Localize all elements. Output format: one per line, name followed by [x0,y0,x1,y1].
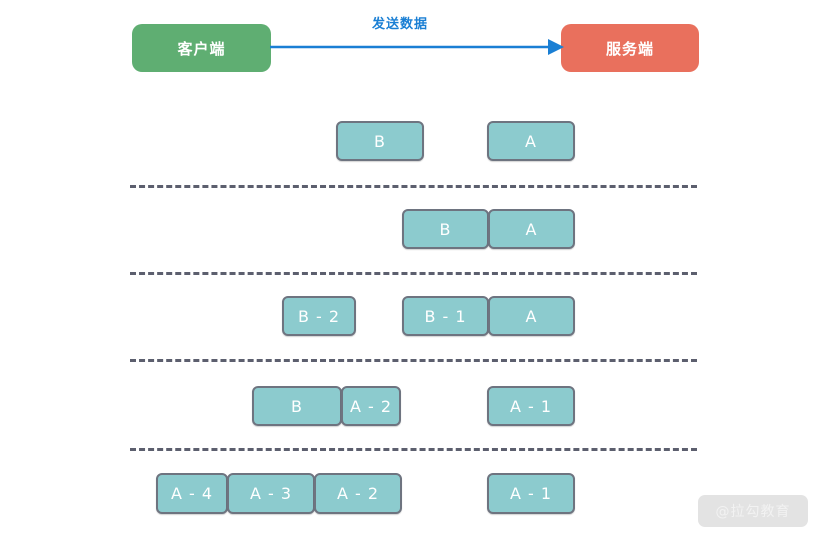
data-block: A - 2 [314,473,402,514]
arrow-icon [270,39,564,55]
data-block: A - 4 [156,473,228,514]
data-block: A - 3 [227,473,315,514]
data-block: B - 1 [402,296,489,336]
send-data-label: 发送数据 [371,17,428,32]
data-block: A [487,121,575,161]
data-block: B [402,209,489,249]
data-block: A [488,296,575,336]
divider-4 [130,448,697,451]
client-node: 客户端 [132,24,271,72]
divider-3 [130,359,697,362]
watermark: @拉勾教育 [698,495,808,527]
data-block: A [488,209,575,249]
client-node-label: 客户端 [177,39,226,58]
divider-1 [130,185,697,188]
server-node: 服务端 [561,24,699,72]
data-block: B [252,386,342,426]
data-block: A - 1 [487,386,575,426]
data-block: A - 1 [487,473,575,514]
send-data-arrow [270,34,564,60]
server-node-label: 服务端 [605,39,654,58]
watermark-label: @拉勾教育 [715,504,791,520]
data-block: B - 2 [282,296,356,336]
data-block: A - 2 [341,386,401,426]
divider-2 [130,272,697,275]
data-block: B [336,121,424,161]
